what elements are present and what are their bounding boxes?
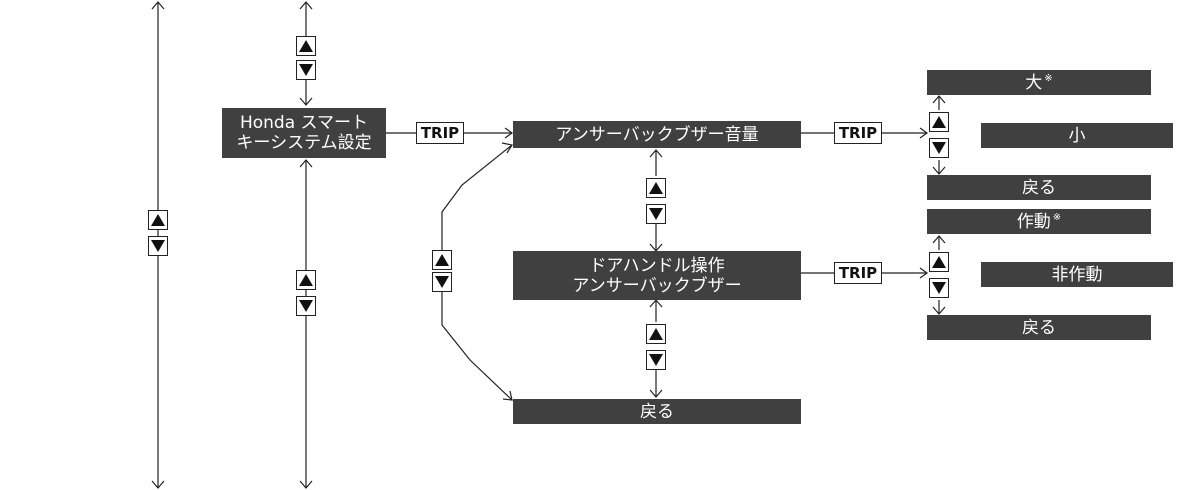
back-box-main: 戻る [513, 399, 801, 424]
door-handle-line1: ドアハンドル操作 [589, 255, 725, 276]
up-triangle-icon [649, 328, 663, 340]
up-button-icon[interactable] [148, 210, 168, 230]
up-triangle-icon [299, 40, 313, 52]
volume-large-mark: ※ [1044, 72, 1053, 84]
down-triangle-icon [932, 282, 946, 294]
operation-back-label: 戻る [1022, 317, 1056, 338]
volume-back-box: 戻る [927, 175, 1151, 200]
trip-label-2: TRIP [838, 124, 878, 142]
honda-smart-key-line2: キーシステム設定 [236, 133, 372, 153]
up-triangle-icon [932, 256, 946, 268]
down-triangle-icon [299, 64, 313, 76]
volume-small-label: 小 [1068, 125, 1086, 146]
volume-back-label: 戻る [1022, 177, 1056, 198]
up-button-icon[interactable] [929, 112, 949, 132]
down-button-icon[interactable] [148, 236, 168, 256]
up-button-icon[interactable] [296, 36, 316, 56]
trip-label-1: TRIP [420, 124, 460, 142]
down-button-icon[interactable] [929, 278, 949, 298]
down-triangle-icon [299, 300, 313, 312]
up-button-icon[interactable] [432, 250, 452, 270]
down-button-icon[interactable] [929, 138, 949, 158]
up-triangle-icon [151, 214, 165, 226]
up-button-icon[interactable] [296, 270, 316, 290]
down-button-icon[interactable] [296, 60, 316, 80]
operation-inactive-label: 非作動 [1051, 264, 1103, 285]
operation-back-box: 戻る [927, 315, 1151, 340]
honda-smart-key-line1: Honda スマート [239, 113, 369, 133]
operation-active-mark: ※ [1052, 211, 1062, 223]
down-triangle-icon [649, 208, 663, 220]
door-handle-line2: アンサーバックブザー [572, 275, 742, 296]
volume-large-box: 大※ [927, 70, 1151, 95]
down-button-icon[interactable] [296, 296, 316, 316]
back-label-main: 戻る [640, 401, 674, 422]
up-triangle-icon [932, 116, 946, 128]
door-handle-buzzer-box: ドアハンドル操作 アンサーバックブザー [513, 251, 801, 300]
trip-button-1[interactable]: TRIP [416, 122, 464, 144]
down-triangle-icon [649, 354, 663, 366]
up-button-icon[interactable] [646, 178, 666, 198]
buzzer-volume-label: アンサーバックブザー音量 [555, 124, 759, 145]
trip-label-3: TRIP [838, 264, 878, 282]
volume-large-label: 大 [1025, 72, 1043, 93]
operation-inactive-box: 非作動 [981, 262, 1173, 287]
up-triangle-icon [649, 182, 663, 194]
trip-button-2[interactable]: TRIP [834, 122, 882, 144]
up-triangle-icon [299, 274, 313, 286]
buzzer-volume-box: アンサーバックブザー音量 [513, 121, 801, 148]
down-triangle-icon [435, 276, 449, 288]
trip-button-3[interactable]: TRIP [834, 262, 882, 284]
honda-smart-key-settings-box: Honda スマート キーシステム設定 [222, 108, 386, 158]
down-triangle-icon [151, 240, 165, 252]
down-triangle-icon [932, 142, 946, 154]
up-button-icon[interactable] [646, 324, 666, 344]
operation-active-box: 作動※ [927, 209, 1151, 234]
down-button-icon[interactable] [432, 272, 452, 292]
up-triangle-icon [435, 254, 449, 266]
up-button-icon[interactable] [929, 252, 949, 272]
volume-small-box: 小 [981, 123, 1173, 148]
down-button-icon[interactable] [646, 350, 666, 370]
operation-active-label: 作動 [1016, 211, 1051, 232]
down-button-icon[interactable] [646, 204, 666, 224]
